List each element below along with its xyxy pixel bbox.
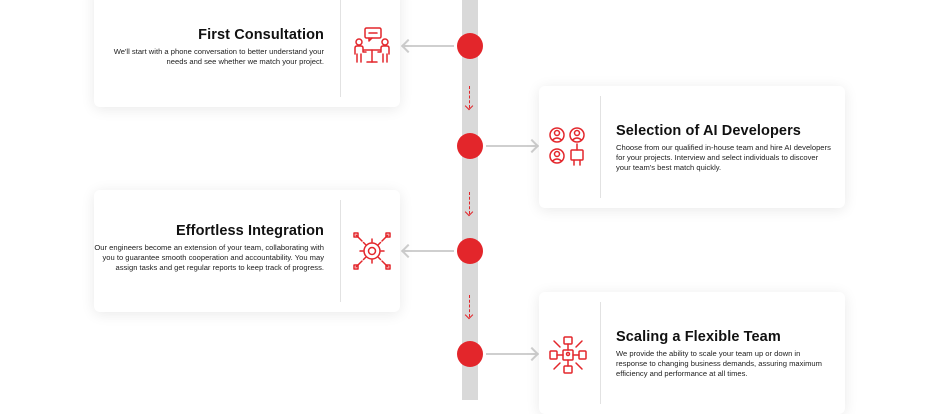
card-divider <box>600 302 601 404</box>
connector-1 <box>404 45 454 47</box>
timeline-node-1 <box>457 33 483 59</box>
step-description: Choose from our qualified in-house team … <box>616 143 831 172</box>
down-arrow-icon <box>469 295 472 317</box>
step-title: First Consultation <box>198 27 324 43</box>
integration-gear-icon <box>353 232 391 270</box>
step-card-effortless-integration: Effortless Integration Our engineers bec… <box>94 190 400 312</box>
card-divider <box>600 96 601 198</box>
timeline-node-4 <box>457 341 483 367</box>
arrow-left-icon <box>400 38 416 54</box>
down-arrow-icon <box>469 192 472 214</box>
arrow-right-icon <box>524 138 540 154</box>
connector-2 <box>486 145 536 147</box>
team-scaling-icon <box>549 336 587 374</box>
down-arrow-icon <box>469 86 472 108</box>
arrow-right-icon <box>524 346 540 362</box>
step-card-selection-ai-developers: Selection of AI Developers Choose from o… <box>539 86 845 208</box>
developer-selection-icon <box>549 127 585 166</box>
card-divider <box>340 200 341 302</box>
timeline-node-2 <box>457 133 483 159</box>
step-card-scaling-flexible-team: Scaling a Flexible Team We provide the a… <box>539 292 845 414</box>
timeline-node-3 <box>457 238 483 264</box>
arrow-left-icon <box>400 243 416 259</box>
step-title: Effortless Integration <box>175 223 324 239</box>
connector-4 <box>486 353 536 355</box>
card-divider <box>340 0 341 97</box>
step-title: Scaling a Flexible Team <box>616 329 781 345</box>
step-card-first-consultation: First Consultation We'll start with a ph… <box>94 0 400 107</box>
connector-3 <box>404 250 454 252</box>
step-description: We'll start with a phone conversation to… <box>113 47 324 66</box>
step-title: Selection of AI Developers <box>616 123 801 139</box>
step-description: Our engineers become an extension of you… <box>94 243 324 272</box>
step-description: We provide the ability to scale your tea… <box>616 349 822 378</box>
consultation-icon <box>354 27 390 63</box>
